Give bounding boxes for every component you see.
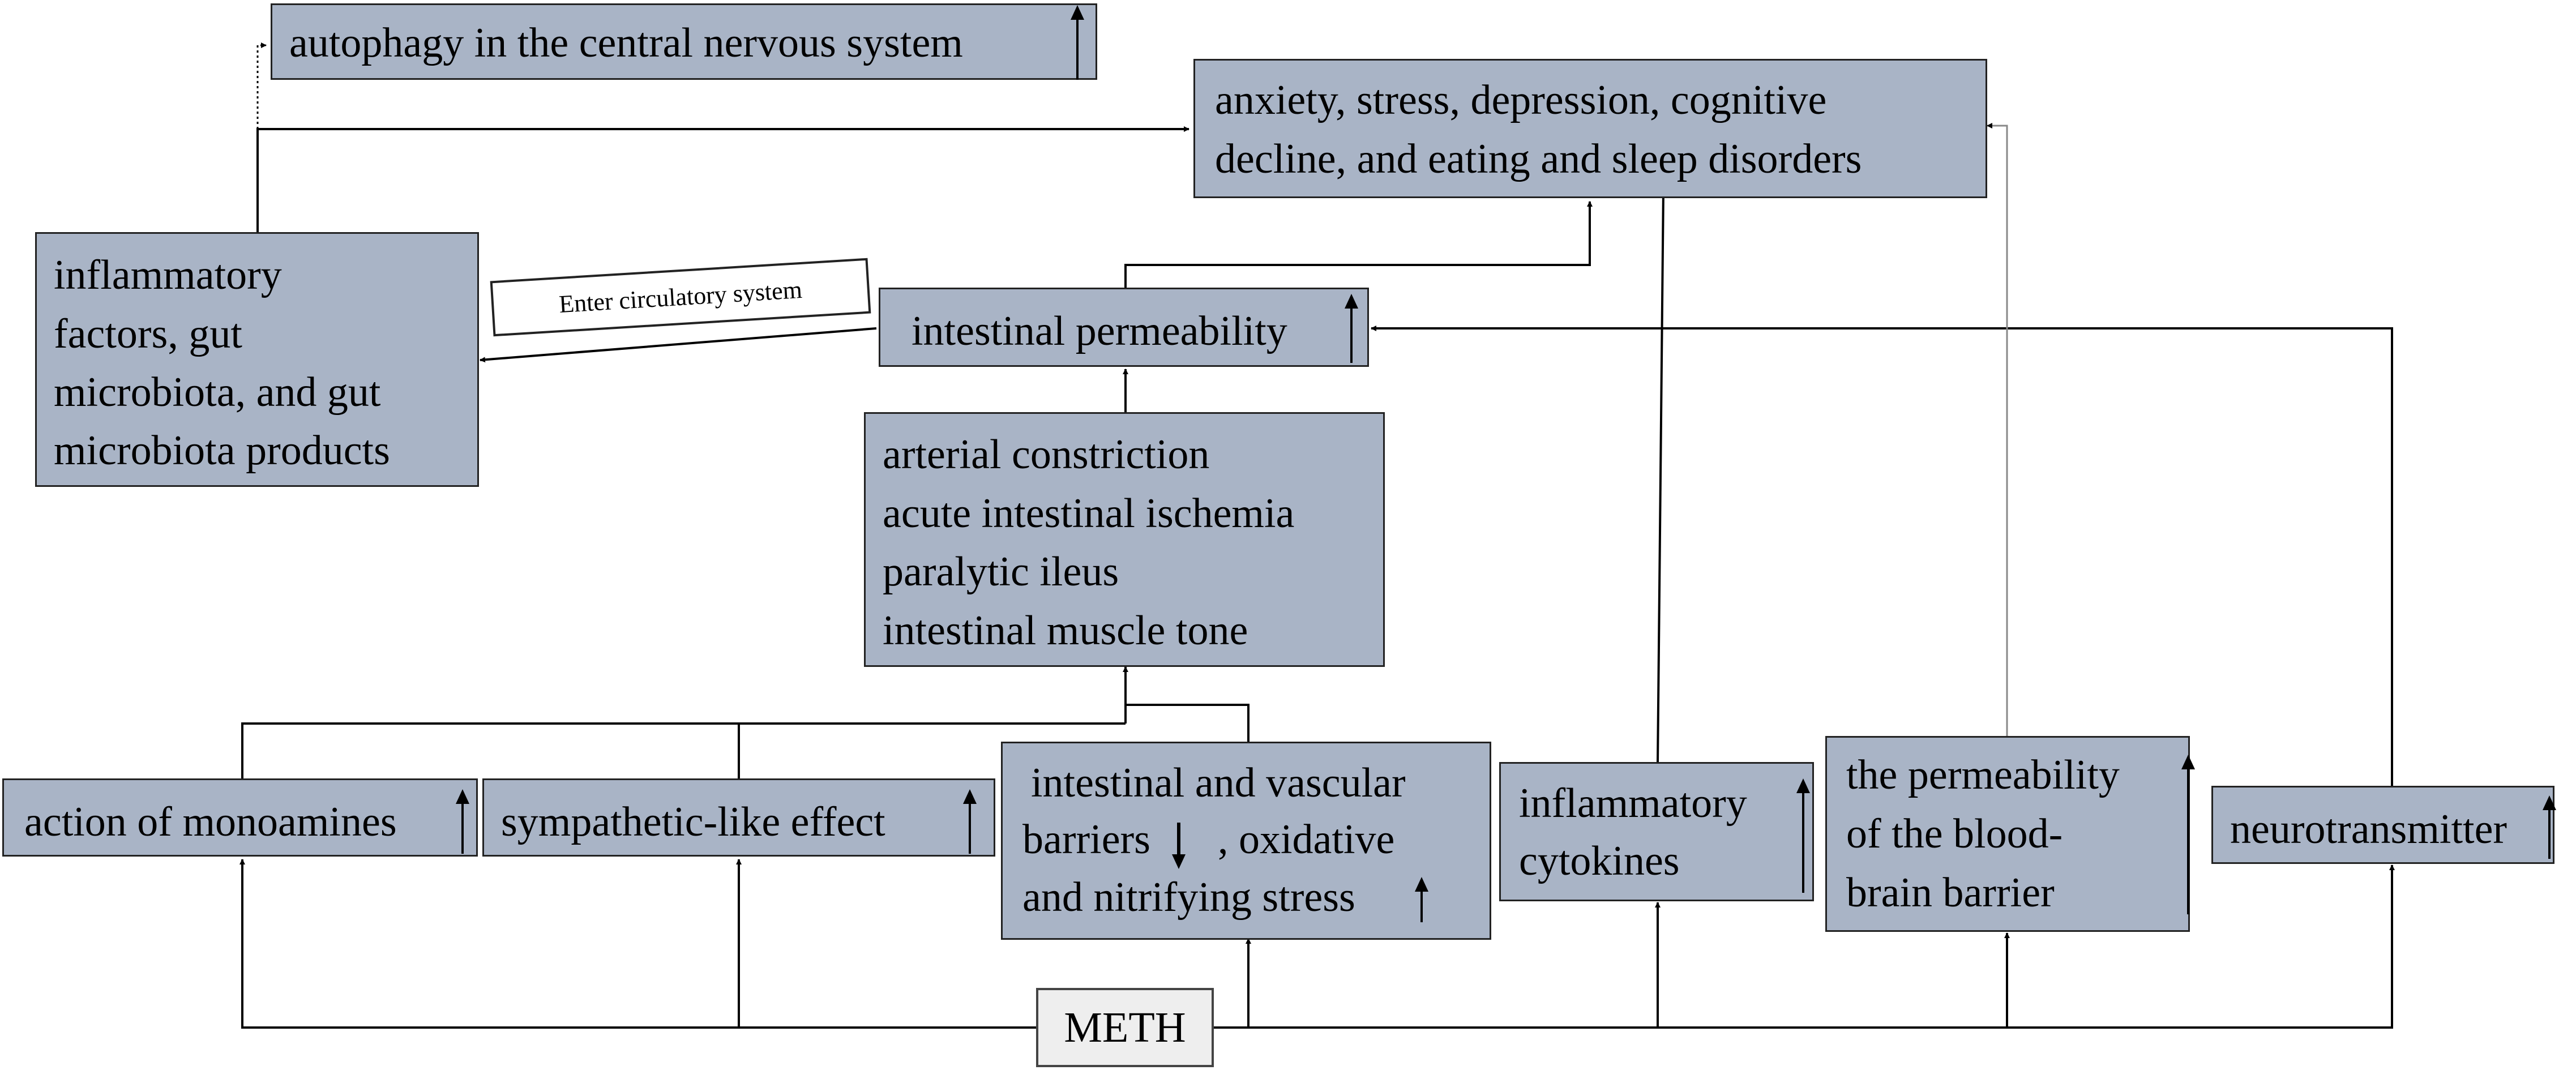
permeability-to-inflammatory-arrow xyxy=(480,327,877,363)
neurotransmitter-label: neurotransmitter xyxy=(2230,806,2507,853)
meth-label: METH xyxy=(1064,1004,1186,1051)
increase-arrow-icon xyxy=(2181,755,2195,914)
neurotransmitter-to-permeability-arrow xyxy=(1371,326,2393,786)
enter-circulatory-text: Enter circulatory system xyxy=(558,275,803,319)
increase-arrow-icon xyxy=(963,789,977,854)
autophagy-node: autophagy in the central nervous system xyxy=(271,3,1097,80)
barriers-line-2b: , oxidative xyxy=(1218,816,1395,863)
barriers-to-arterial-line xyxy=(1126,704,1250,742)
cytokines-line-1: inflammatory xyxy=(1519,780,1747,827)
arterial-line-4: intestinal muscle tone xyxy=(883,607,1248,654)
intestinal-permeability-label: intestinal permeability xyxy=(912,308,1287,354)
inflammatory-factors-line-2: factors, gut xyxy=(54,311,242,357)
autophagy-label: autophagy in the central nervous system xyxy=(289,20,963,66)
increase-arrow-icon xyxy=(1071,5,1084,80)
anxiety-label-line-2: decline, and eating and sleep disorders xyxy=(1215,136,1862,182)
barriers-line-3: and nitrifying stress xyxy=(1022,874,1355,921)
inflammatory-factors-line-1: inflammatory xyxy=(54,252,282,298)
meth-to-neurotransmitter-arrow xyxy=(1658,864,2395,1029)
inflammatory-factors-node: inflammatory factors, gut microbiota, an… xyxy=(35,232,479,487)
cytokines-node: inflammatory cytokines xyxy=(1499,762,1814,901)
neurotransmitter-node: neurotransmitter xyxy=(2211,786,2556,864)
arterial-line-1: arterial constriction xyxy=(883,431,1210,478)
anxiety-label-line-1: anxiety, stress, depression, cognitive xyxy=(1215,77,1827,123)
inflammatory-to-anxiety-arrow xyxy=(256,126,1189,232)
increase-arrow-icon xyxy=(456,789,469,854)
decrease-arrow-icon xyxy=(1172,823,1186,869)
cytokines-to-anxiety-arrow xyxy=(1657,189,1666,763)
intestinal-permeability-node: intestinal permeability xyxy=(879,288,1369,367)
inflammatory-factors-line-3: microbiota, and gut xyxy=(54,369,381,416)
permeability-to-anxiety-arrow xyxy=(1124,201,1593,288)
inflammatory-factors-line-4: microbiota products xyxy=(54,427,390,474)
bbb-line-2: of the blood- xyxy=(1846,811,2063,857)
barriers-line-1: intestinal and vascular xyxy=(1031,760,1406,806)
increase-arrow-icon xyxy=(1796,778,1810,893)
meth-node: METH xyxy=(1036,988,1214,1067)
bbb-line-3: brain barrier xyxy=(1846,870,2055,916)
barriers-line-2a: barriers xyxy=(1022,816,1150,863)
increase-arrow-icon xyxy=(1345,294,1358,363)
increase-arrow-icon xyxy=(1415,877,1428,922)
arterial-line-3: paralytic ileus xyxy=(883,549,1119,595)
sympathetic-label: sympathetic-like effect xyxy=(501,799,885,845)
barriers-node: intestinal and vascular barriers , oxida… xyxy=(1001,742,1491,940)
sympathetic-node: sympathetic-like effect xyxy=(482,778,995,857)
arterial-node: arterial constriction acute intestinal i… xyxy=(864,412,1385,667)
bbb-line-1: the permeability xyxy=(1846,752,2120,798)
meth-to-monoamines-arrow xyxy=(239,859,1036,1029)
monoamines-to-arterial-line xyxy=(241,722,1126,778)
arterial-line-2: acute intestinal ischemia xyxy=(883,490,1295,537)
cytokines-line-2: cytokines xyxy=(1519,838,1680,884)
bbb-node: the permeability of the blood- brain bar… xyxy=(1825,736,2195,932)
bbb-to-anxiety-arrow xyxy=(1987,123,2008,736)
inflammatory-to-autophagy-arrow xyxy=(256,42,267,129)
anxiety-node: anxiety, stress, depression, cognitive d… xyxy=(1193,59,1987,198)
increase-arrow-icon xyxy=(2543,795,2556,859)
monoamines-label: action of monoamines xyxy=(24,799,397,845)
monoamines-node: action of monoamines xyxy=(2,778,478,857)
